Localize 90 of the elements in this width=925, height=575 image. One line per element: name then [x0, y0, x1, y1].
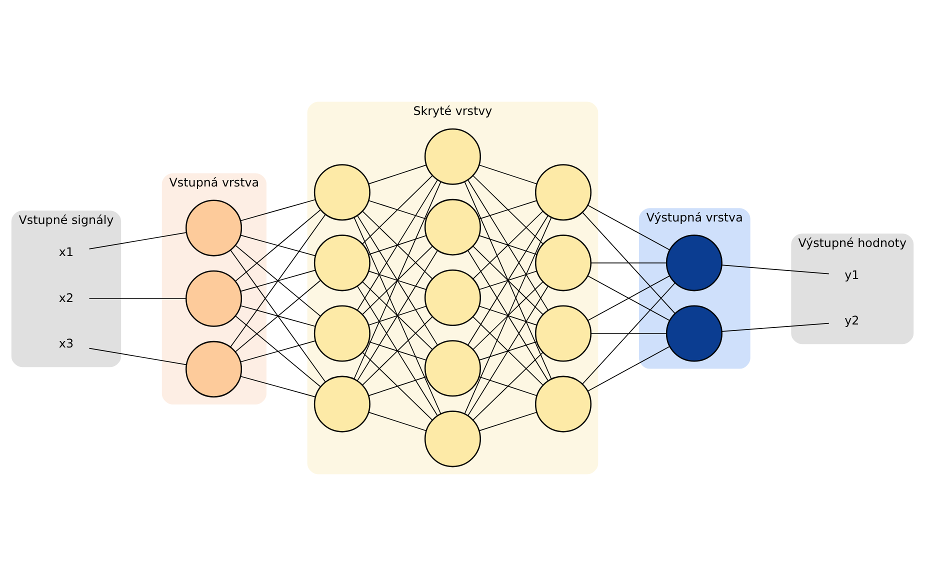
node-circle	[666, 234, 722, 291]
node-text: y2	[844, 313, 860, 328]
node-circle	[186, 199, 242, 256]
node-circle	[424, 340, 481, 396]
connector	[357, 285, 438, 416]
connector	[357, 179, 438, 310]
connector	[368, 270, 427, 290]
connector	[368, 376, 427, 396]
connector	[590, 332, 667, 334]
connector	[362, 210, 433, 279]
connector	[468, 214, 548, 345]
connector	[587, 204, 670, 250]
connector	[478, 340, 538, 360]
connector	[478, 305, 538, 325]
connector	[235, 280, 321, 352]
node-circle	[424, 198, 481, 255]
cluster: Vstupná vrstva	[162, 172, 266, 404]
connector	[587, 346, 670, 392]
connector	[240, 340, 316, 362]
cluster: Skryté vrstvy	[307, 101, 598, 474]
connector	[240, 198, 316, 221]
node-circle	[314, 234, 370, 291]
node-circle	[424, 269, 481, 326]
connector	[478, 270, 538, 290]
cluster: Výstupná vrstva	[638, 208, 750, 368]
connector	[472, 352, 544, 420]
connector	[240, 375, 316, 397]
connector	[362, 174, 433, 244]
node-text: x2	[58, 290, 74, 304]
connector	[721, 322, 830, 332]
node-circle	[424, 410, 481, 467]
connector	[582, 212, 676, 314]
connector	[362, 351, 433, 420]
connector	[368, 340, 427, 360]
connector	[240, 304, 316, 326]
node-circle	[314, 375, 370, 432]
connector	[88, 232, 187, 249]
connector	[362, 316, 433, 385]
connector	[587, 274, 670, 320]
node-circle	[535, 375, 592, 432]
node-text: y1	[844, 267, 860, 282]
node-circle	[314, 164, 370, 220]
node-circle	[186, 340, 242, 397]
connector	[478, 234, 538, 254]
connector	[478, 200, 538, 219]
connector	[472, 245, 544, 314]
connector	[368, 164, 427, 184]
connector	[472, 281, 544, 350]
connector	[478, 164, 538, 184]
connector	[357, 250, 438, 380]
connector	[240, 234, 316, 256]
connector	[472, 210, 544, 279]
connector	[468, 285, 548, 416]
connector	[478, 376, 538, 396]
connector	[590, 262, 667, 263]
connector	[368, 200, 427, 219]
connector	[235, 315, 321, 387]
connector	[368, 234, 427, 254]
connector	[362, 280, 433, 350]
connector	[464, 180, 552, 379]
connector	[464, 216, 552, 414]
connector	[354, 180, 442, 379]
node-text: x1	[58, 244, 74, 258]
connector	[582, 282, 676, 384]
connector	[472, 174, 544, 244]
connector	[357, 214, 438, 346]
node-text: x3	[58, 336, 74, 350]
connector	[468, 250, 548, 381]
connector	[88, 298, 187, 299]
node-circle	[314, 304, 370, 362]
connector	[721, 264, 830, 274]
node-circle	[535, 234, 592, 291]
connector	[354, 216, 442, 414]
connector	[240, 269, 316, 292]
connector	[478, 411, 538, 431]
node-circle	[535, 304, 592, 362]
connector	[472, 316, 544, 385]
connector	[235, 244, 321, 316]
node-circle	[666, 304, 722, 362]
node-circle	[535, 164, 592, 220]
connector	[230, 214, 326, 347]
node-circle	[424, 128, 481, 184]
connector	[88, 347, 187, 365]
connector	[368, 305, 427, 326]
connector	[230, 249, 326, 382]
connector	[362, 245, 433, 314]
connector	[468, 179, 548, 310]
connector	[368, 411, 427, 431]
connector	[235, 208, 321, 281]
node-circle	[186, 270, 242, 326]
